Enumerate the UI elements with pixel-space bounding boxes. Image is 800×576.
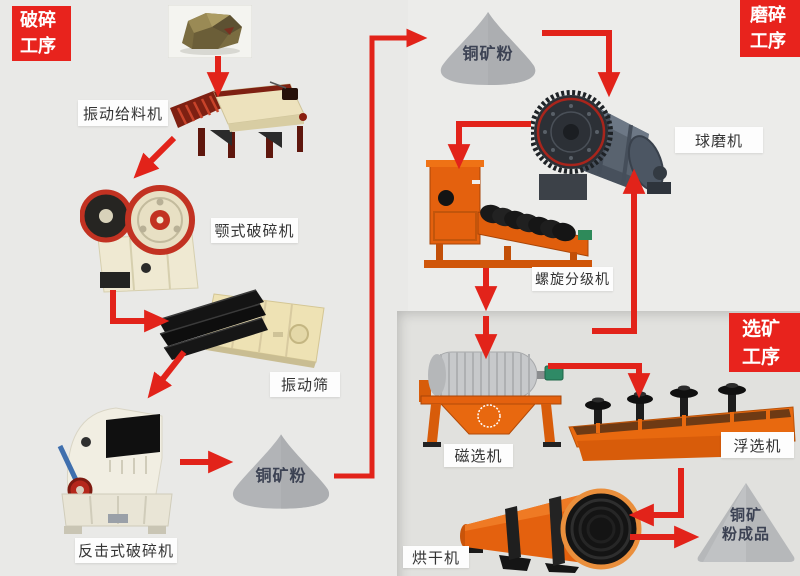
final-product-label: 铜矿 粉成品 xyxy=(690,506,800,544)
arrow-screen-to-impact-crusher xyxy=(147,350,187,399)
arrow-feeder-to-jaw-crusher xyxy=(133,135,177,179)
banner-dressing-line1: 选矿 xyxy=(742,317,781,340)
arrow-jaw-crusher-to-screen xyxy=(110,290,170,333)
magnetic-separator-image xyxy=(419,351,564,447)
banner-crushing: 破碎 工序 xyxy=(12,6,71,61)
arrow-ball-mill-to-classifier xyxy=(447,121,531,170)
label-jaw-crusher: 颚式破碎机 xyxy=(211,218,298,243)
banner-grinding-line1: 磨碎 xyxy=(750,4,786,26)
arrow-mill-feed-to-ball-mill xyxy=(542,30,621,98)
dryer-image xyxy=(455,488,642,573)
raw-ore-image xyxy=(168,5,252,58)
label-dryer: 烘干机 xyxy=(403,546,469,568)
final-product-line2: 粉成品 xyxy=(721,525,770,543)
banner-crushing-line2: 工序 xyxy=(20,35,56,57)
final-product-line1: 铜矿 xyxy=(729,506,762,524)
arrow-powder-to-mill-feed xyxy=(334,28,428,479)
label-vibrating-feeder: 振动给料机 xyxy=(78,100,168,126)
flotation-machine-image xyxy=(568,383,796,461)
banner-grinding-line2: 工序 xyxy=(750,30,786,52)
crushed-powder-cone xyxy=(232,434,330,509)
ball-mill-image xyxy=(531,90,671,200)
mill-feed-powder-cone xyxy=(440,12,536,85)
crushed-powder-label: 铜矿粉 xyxy=(255,466,307,485)
vibrating-feeder-image xyxy=(170,81,307,158)
arrow-separator-to-flotation xyxy=(548,363,651,399)
mill-feed-powder-label: 铜矿粉 xyxy=(462,44,514,63)
label-impact-crusher: 反击式破碎机 xyxy=(75,538,177,563)
impact-crusher-image xyxy=(57,407,173,534)
banner-grinding: 磨碎 工序 xyxy=(740,0,800,57)
arrow-classifier-to-ball-mill xyxy=(592,168,646,334)
label-vibrating-screen: 振动筛 xyxy=(270,372,340,397)
arrow-flotation-to-dryer xyxy=(628,468,684,527)
banner-dressing: 选矿 工序 xyxy=(729,313,800,372)
label-spiral-classifier: 螺旋分级机 xyxy=(532,267,613,291)
label-flotation-machine: 浮选机 xyxy=(721,432,794,458)
vibrating-screen-image xyxy=(157,289,325,368)
label-ball-mill: 球磨机 xyxy=(675,127,763,153)
banner-dressing-line2: 工序 xyxy=(742,345,781,368)
final-product-cone xyxy=(697,483,795,562)
label-magnetic-separator: 磁选机 xyxy=(444,444,513,467)
jaw-crusher-image xyxy=(80,185,199,293)
banner-crushing-line1: 破碎 xyxy=(20,9,56,31)
